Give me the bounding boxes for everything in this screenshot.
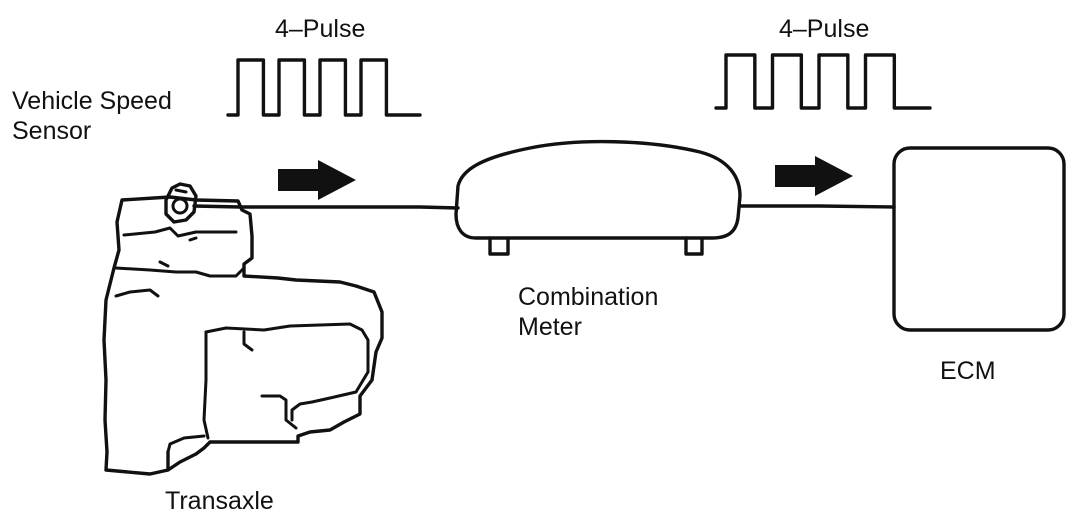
sensor-label-line2: Sensor (12, 117, 92, 145)
meter-housing-drawing (454, 139, 742, 256)
transaxle-drawing (102, 195, 384, 476)
transaxle-label: Transaxle (165, 487, 274, 515)
signal-arrow-left (278, 160, 356, 200)
pulse-waveform-left (226, 58, 422, 117)
wire-meter-to-ecm (738, 204, 896, 209)
sensor-drawing (164, 182, 198, 224)
meter-label-line1: Combination (518, 283, 659, 311)
pulse-label-left: 4–Pulse (275, 15, 366, 43)
meter-label-line2: Meter (518, 313, 582, 341)
ecm-box (892, 146, 1066, 332)
wire-sensor-to-meter (192, 204, 460, 210)
ecm-label: ECM (940, 357, 996, 385)
pulse-waveform-right (714, 53, 932, 110)
signal-arrow-right (775, 156, 853, 196)
pulse-label-right: 4–Pulse (779, 15, 870, 43)
sensor-label-line1: Vehicle Speed (12, 87, 172, 115)
